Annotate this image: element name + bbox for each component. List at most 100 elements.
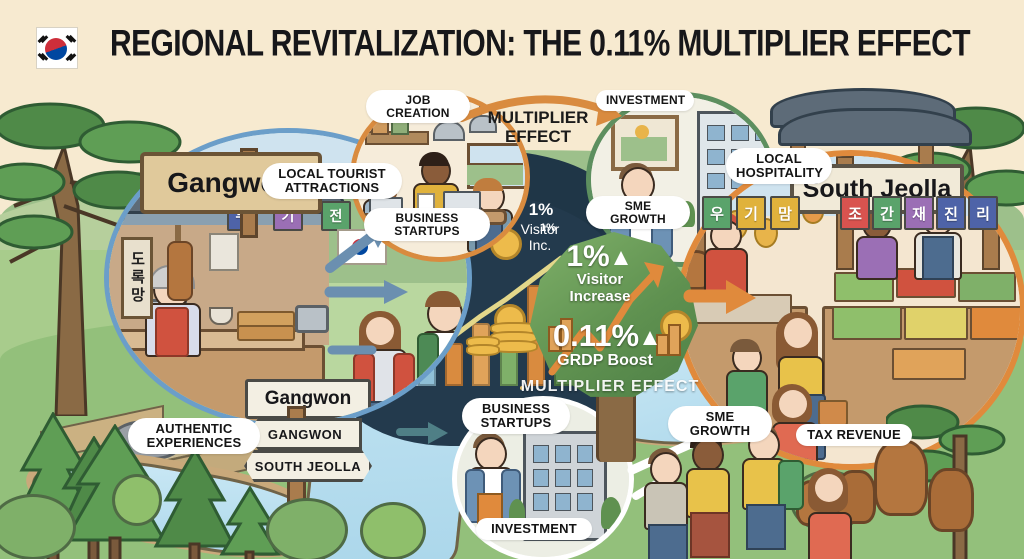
carrot-crate <box>970 306 1020 340</box>
bush <box>112 474 162 526</box>
person-hair <box>730 339 760 352</box>
visitor-stat-value: 1% <box>528 200 554 219</box>
pendant-lamp-icon <box>433 121 465 141</box>
korean-banner-r7: 진 <box>936 196 966 230</box>
pottery-jar <box>928 468 974 532</box>
signpost-south-jeolla: SOUTH JEOLLA <box>244 450 372 482</box>
signpost-gangwon: GANGWON <box>248 418 362 450</box>
label-sme-growth-top: SME GROWTH <box>586 196 690 230</box>
arrow-up-icon <box>613 251 628 266</box>
korean-banner-3: 전 <box>321 201 351 231</box>
bush <box>360 502 426 559</box>
building-window <box>707 125 725 141</box>
person-hair <box>425 291 461 307</box>
person-hair <box>419 152 449 166</box>
visitor-increase-caption: Visitor Increase <box>569 271 631 305</box>
building-window <box>533 469 549 487</box>
grdp-boost-value: 0.11% <box>530 318 680 354</box>
label-investment-top: INVESTMENT <box>596 90 694 111</box>
food-tray <box>237 325 295 341</box>
south-jeolla-roof <box>778 108 972 146</box>
visitor-pct-text: 1% <box>566 240 610 273</box>
mini-bar <box>560 318 573 352</box>
person-apron <box>155 307 189 357</box>
coin-stack <box>466 344 500 356</box>
person-face <box>366 317 394 345</box>
page-title: REGIONAL REVITALIZATION: THE 0.11% MULTI… <box>110 24 971 65</box>
taeguk-symbol <box>45 38 67 60</box>
conifer-tree <box>152 448 238 559</box>
visitor-increase-value: 1% <box>542 240 652 274</box>
korean-banner-r8: 리 <box>968 196 998 230</box>
building-window <box>555 469 571 487</box>
wok <box>295 305 329 333</box>
pottery-jar <box>874 440 928 516</box>
person-head <box>650 452 682 486</box>
person-head <box>475 437 507 471</box>
grdp-boost-caption: GRDP Boost <box>557 352 653 369</box>
label-investment-bottom: INVESTMENT <box>476 518 592 540</box>
framed-picture <box>611 115 679 171</box>
person-body <box>704 248 748 296</box>
person-legs <box>648 524 688 559</box>
badge-footer: MULTIPLIER EFFECT <box>520 378 700 395</box>
building-window <box>577 493 593 511</box>
backpack-icon <box>778 460 804 510</box>
building-window <box>755 125 771 141</box>
bowl <box>209 307 233 325</box>
dried-goods <box>167 241 193 301</box>
person-body <box>808 512 852 559</box>
label-job-creation: JOB CREATION <box>366 90 470 124</box>
label-local-hospitality: LOCAL HOSPITALITY <box>726 148 832 184</box>
building-window <box>555 445 571 463</box>
arrow-up-icon <box>643 330 658 345</box>
label-multiplier-effect-arc: MULTIPLIER EFFECT <box>487 108 589 147</box>
person-skirt <box>690 512 730 558</box>
korean-banner-r5: 간 <box>872 196 902 230</box>
label-local-tourist-attractions: LOCAL TOURIST ATTRACTIONS <box>262 163 402 199</box>
notice-board <box>209 233 239 271</box>
tree-small <box>601 497 621 529</box>
person-face <box>784 318 812 348</box>
label-tax-revenue: TAX REVENUE <box>796 424 912 446</box>
person-body <box>644 482 688 530</box>
label-authentic-experiences: AUTHENTIC EXPERIENCES <box>128 418 260 454</box>
korean-vertical-sign: 도록망 <box>121 237 153 319</box>
south-korea-flag-icon <box>36 27 78 69</box>
person-face <box>815 474 843 502</box>
building-window <box>555 493 571 511</box>
korean-banner-r2: 기 <box>736 196 766 230</box>
visitor-stat-caption: Visitor Inc. <box>520 221 560 253</box>
building-window <box>533 445 549 463</box>
tree-trunk <box>596 392 636 462</box>
building-window <box>731 125 749 141</box>
korean-banner-r6: 재 <box>904 196 934 230</box>
korean-banner-r4: 조 <box>840 196 870 230</box>
person-body <box>686 468 730 518</box>
hanging-hook <box>175 225 181 243</box>
sparkle <box>520 386 524 390</box>
building-window <box>577 469 593 487</box>
label-business-startups-top: BUSINESS STARTUPS <box>364 208 490 242</box>
korean-banner-r3: 맘 <box>770 196 800 230</box>
person-face <box>779 390 807 418</box>
label-business-startups-bottom: BUSINESS STARTUPS <box>462 398 570 434</box>
produce-crate <box>904 306 968 340</box>
building-window <box>577 445 593 463</box>
bush <box>0 494 76 559</box>
person-jacket <box>393 353 415 407</box>
bush <box>266 498 348 559</box>
header-backdrop <box>0 0 1024 80</box>
backpack-icon <box>461 325 467 383</box>
chart-label-2: 1% <box>540 222 556 234</box>
building-window <box>533 493 549 511</box>
korean-banner-r1: 우 <box>702 196 732 230</box>
person-head <box>692 438 724 472</box>
person-legs <box>746 504 786 550</box>
cucumber-crate <box>958 272 1016 302</box>
person-body <box>856 236 898 280</box>
mini-bar <box>668 324 681 356</box>
gangwon-stall-sign: Gangwon <box>245 379 371 419</box>
person-apron <box>922 236 954 280</box>
